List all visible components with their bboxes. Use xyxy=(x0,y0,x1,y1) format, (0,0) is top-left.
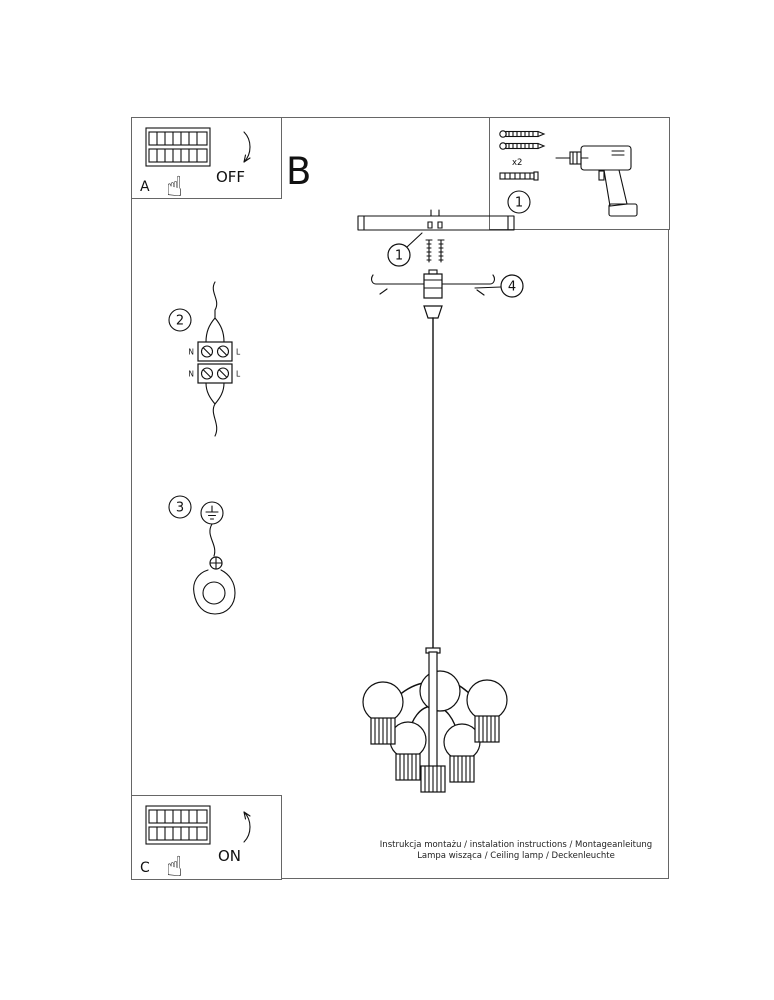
live-label: L xyxy=(236,348,241,357)
wall-plug-icon xyxy=(499,171,539,181)
bulb-globe xyxy=(419,670,461,712)
cable-top xyxy=(212,281,218,319)
panel-power-off: ☝ OFF A xyxy=(131,117,282,199)
lamp-stem xyxy=(428,651,438,769)
ribbed-shade xyxy=(474,715,500,743)
panel-c-label: C xyxy=(140,860,150,876)
step-1-number: 1 xyxy=(395,249,403,264)
ribbed-shade xyxy=(395,753,421,781)
ground-wire xyxy=(209,523,216,557)
terminal-block xyxy=(197,341,233,384)
canopy xyxy=(371,269,495,299)
diagram-frame xyxy=(131,117,669,879)
footer-line-1: Instrukcja montażu / instalation instruc… xyxy=(379,840,653,850)
step-4-number: 4 xyxy=(508,280,516,295)
ribbed-shade xyxy=(370,717,396,745)
drill-icon xyxy=(555,145,638,217)
cable-bottom xyxy=(205,382,225,437)
ribbed-shade xyxy=(420,765,446,793)
arrow-down-icon xyxy=(243,131,251,163)
hand-icon: ☝ xyxy=(166,170,183,198)
mounting-screws xyxy=(425,239,445,263)
panel-power-on: ☝ ON C xyxy=(131,795,282,880)
power-on-illustration: ☝ ON C xyxy=(140,805,251,879)
neutral-label: N xyxy=(188,370,194,379)
panel-a-label: A xyxy=(140,179,150,195)
assembly-illustration: 1 4 xyxy=(357,209,524,793)
switch-state-label: OFF xyxy=(216,168,245,186)
breaker-box-icon xyxy=(145,805,211,845)
ceiling-cup xyxy=(423,305,443,319)
step-4-badge: 4 xyxy=(474,274,524,298)
cable-split xyxy=(205,317,225,343)
pendant-lamp xyxy=(362,647,508,793)
footer-line-2: Lampa wisząca / Ceiling lamp / Deckenleu… xyxy=(417,851,615,861)
section-b-label: B xyxy=(286,150,312,193)
bulb-globe xyxy=(362,681,404,723)
step-3-badge: 3 xyxy=(168,495,192,519)
parts-box: x2 1 xyxy=(489,117,670,230)
arrow-up-icon xyxy=(243,811,251,843)
breaker-box-icon xyxy=(145,127,211,167)
step-2-badge: 2 xyxy=(168,308,192,332)
ground-clamp xyxy=(193,556,236,615)
step-1-badge: 1 xyxy=(387,232,423,267)
ribbed-shade xyxy=(449,755,475,783)
footer-captions: Instrukcja montażu / instalation instruc… xyxy=(348,840,684,862)
ceiling-bracket xyxy=(357,209,515,231)
step-1-number: 1 xyxy=(515,196,523,211)
earth-ground-icon xyxy=(200,501,224,525)
parts-illustration: x2 1 xyxy=(499,130,638,217)
grounding-illustration: 3 xyxy=(168,495,236,615)
screw-icon xyxy=(499,130,546,138)
step-3-number: 3 xyxy=(176,501,184,516)
switch-state-label: ON xyxy=(218,847,241,865)
wiring-illustration: 2 N L N L xyxy=(168,281,241,437)
step-2-number: 2 xyxy=(176,314,184,329)
screw-icon xyxy=(499,142,546,150)
quantity-label: x2 xyxy=(512,158,522,168)
bulb-globe xyxy=(466,679,508,721)
neutral-label: N xyxy=(188,348,194,357)
live-label: L xyxy=(236,370,241,379)
power-off-illustration: ☝ OFF A xyxy=(140,127,251,198)
hand-icon: ☝ xyxy=(166,850,183,879)
step-1-badge: 1 xyxy=(507,190,531,214)
